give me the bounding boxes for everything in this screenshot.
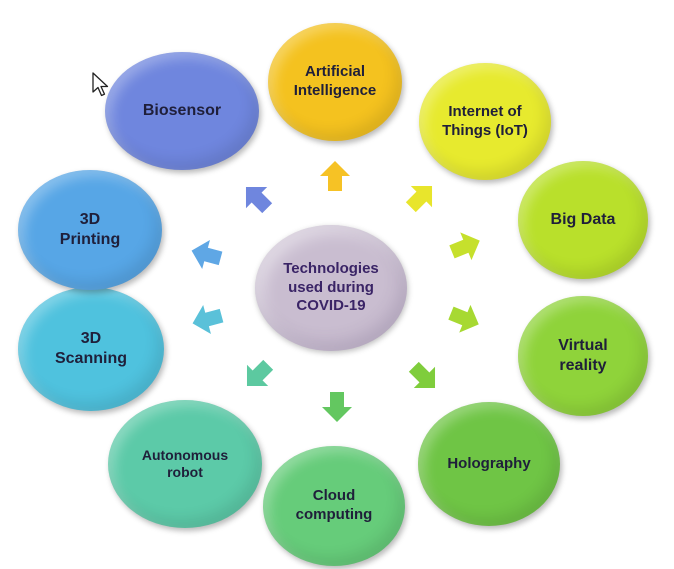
node-label: 3D Printing: [59, 211, 121, 248]
arrow-to-big-data: [449, 232, 480, 261]
node-holography: Holography: [418, 402, 560, 526]
node-label: Biosensor: [142, 102, 222, 119]
node-label: Internet of Things (IoT): [442, 102, 528, 139]
arrow-to-3d-printing: [191, 239, 223, 269]
node-artificial-intelligence: Artificial Intelligence: [268, 23, 402, 141]
arrow-to-artificial-intelligence: [320, 161, 350, 191]
node-internet-of-things: Internet of Things (IoT): [419, 63, 551, 180]
mouse-pointer-icon: [92, 72, 109, 97]
node-label: Virtual reality: [558, 337, 608, 374]
node-label: Holography: [447, 454, 531, 472]
node-label: Artificial Intelligence: [293, 63, 377, 99]
arrow-to-3d-scanning: [192, 305, 224, 335]
node-3d-scanning: 3D Scanning: [18, 287, 164, 411]
arrow-to-biosensor: [245, 186, 273, 214]
arrow-to-autonomous-robot: [246, 359, 274, 387]
node-label: Big Data: [550, 211, 616, 228]
arrow-to-virtual-reality: [448, 304, 479, 333]
arrow-to-internet-of-things: [405, 185, 433, 213]
node-label: Cloud computing: [295, 487, 373, 523]
node-autonomous-robot: Autonomous robot: [108, 400, 262, 528]
node-cloud-computing: Cloud computing: [263, 446, 405, 566]
node-virtual-reality: Virtual reality: [518, 296, 648, 416]
arrow-to-cloud-computing: [322, 392, 352, 422]
node-label: 3D Scanning: [54, 330, 127, 367]
node-label: Autonomous robot: [141, 446, 229, 481]
node-big-data: Big Data: [518, 161, 648, 279]
node-biosensor: Biosensor: [105, 52, 259, 170]
node-3d-printing: 3D Printing: [18, 170, 162, 290]
center-node-label: Technologies used during COVID-19: [283, 259, 379, 315]
center-node: Technologies used during COVID-19: [255, 225, 407, 351]
arrow-to-holography: [408, 361, 436, 389]
